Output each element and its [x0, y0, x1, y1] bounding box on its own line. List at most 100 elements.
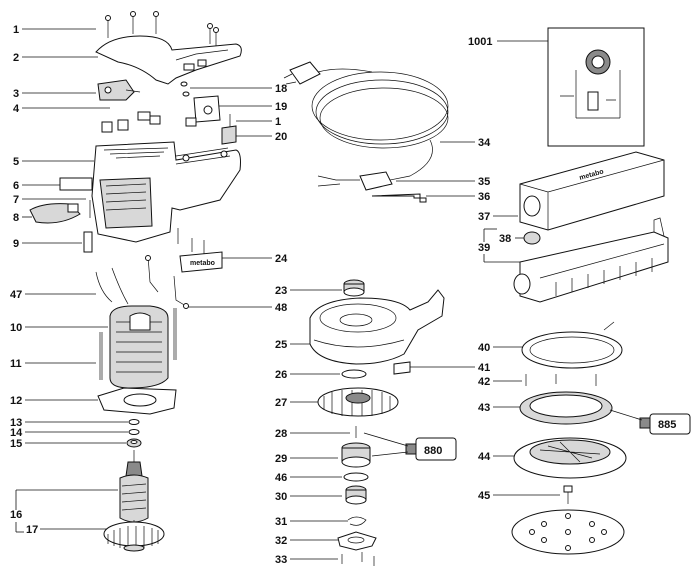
callout-45: 45 — [478, 490, 560, 502]
callout-2: 2 — [13, 52, 98, 64]
svg-text:37: 37 — [478, 211, 490, 223]
callout-33: 33 — [275, 554, 338, 566]
callout-31: 31 — [275, 516, 348, 528]
svg-text:18: 18 — [275, 83, 287, 95]
svg-text:42: 42 — [478, 376, 490, 388]
svg-text:32: 32 — [275, 535, 287, 547]
callout-26: 26 — [275, 369, 340, 381]
svg-text:35: 35 — [478, 176, 490, 188]
clamp-20-part — [221, 125, 237, 145]
svg-text:46: 46 — [275, 472, 287, 484]
hex-key-part — [371, 193, 427, 203]
seal-ring-part — [343, 279, 365, 297]
callout-6: 6 — [13, 180, 60, 192]
callout-12: 12 — [10, 395, 98, 407]
svg-text:1001: 1001 — [468, 36, 492, 48]
callout-47: 47 — [10, 289, 96, 301]
svg-text:880: 880 — [424, 445, 442, 457]
callout-25: 25 — [275, 339, 310, 351]
callout-29: 29 — [275, 453, 338, 465]
svg-text:23: 23 — [275, 285, 287, 297]
sanding-pad-44 — [513, 437, 627, 479]
bearing-15 — [126, 438, 142, 448]
callout-17: 17 — [16, 524, 108, 536]
filter-insert-part — [513, 217, 669, 303]
stator-part — [109, 305, 169, 389]
callout-34: 34 — [440, 137, 491, 149]
screws-42 — [525, 374, 597, 386]
svg-text:15: 15 — [10, 438, 22, 450]
cap-38 — [523, 231, 541, 245]
callout-43: 43 — [478, 402, 522, 414]
svg-text:47: 47 — [10, 289, 22, 301]
svg-text:29: 29 — [275, 453, 287, 465]
callout-28: 28 — [275, 428, 350, 440]
svg-text:26: 26 — [275, 369, 287, 381]
callout-7: 7 — [13, 194, 86, 206]
svg-text:17: 17 — [26, 524, 38, 536]
callout-5: 5 — [13, 156, 94, 168]
svg-text:885: 885 — [658, 419, 676, 431]
callout-8: 8 — [13, 212, 32, 224]
svg-text:40: 40 — [478, 342, 490, 354]
callout-4: 4 — [13, 103, 110, 115]
callout-38: 38 — [499, 233, 526, 245]
part-41 — [393, 361, 411, 375]
wiring-diagram-1001 — [547, 27, 645, 147]
svg-text:metabo: metabo — [190, 260, 215, 267]
svg-text:9: 9 — [13, 238, 19, 250]
callout-20: 20 — [236, 131, 287, 143]
svg-text:3: 3 — [13, 88, 19, 100]
callout-19: 19 — [218, 101, 287, 113]
callout-14: 14 — [10, 427, 128, 439]
svg-text:1: 1 — [13, 24, 19, 36]
fan-part — [103, 521, 165, 552]
washer-14 — [128, 429, 140, 435]
svg-text:19: 19 — [275, 101, 287, 113]
svg-text:48: 48 — [275, 302, 287, 314]
label-sticker-part — [59, 177, 93, 191]
callout-41: 41 — [410, 362, 490, 374]
callout-3: 3 — [13, 88, 96, 100]
svg-text:34: 34 — [478, 137, 491, 149]
bracket-part — [97, 387, 177, 415]
svg-text:24: 24 — [275, 253, 288, 265]
callout-9: 9 — [13, 238, 82, 250]
callout-46: 46 — [275, 472, 342, 484]
callout-40: 40 — [478, 342, 524, 354]
callout-39: 39 — [478, 228, 520, 263]
svg-text:12: 12 — [10, 395, 22, 407]
callout-15: 15 — [10, 438, 126, 450]
long-screws-part — [99, 308, 177, 380]
washer-13 — [128, 419, 140, 425]
svg-text:33: 33 — [275, 554, 287, 566]
grease-tube-885: 885 — [609, 409, 691, 435]
svg-text:14: 14 — [10, 427, 23, 439]
svg-text:30: 30 — [275, 491, 287, 503]
callout-36: 36 — [426, 191, 490, 203]
top-cover-part — [95, 35, 242, 85]
clip-9-part — [83, 231, 93, 253]
callout-35: 35 — [396, 176, 490, 188]
circlip-31 — [347, 516, 367, 526]
screws-33 — [341, 552, 375, 566]
dust-shroud-part — [309, 289, 445, 365]
svg-text:6: 6 — [13, 180, 19, 192]
grease-tube-880: 880 — [363, 432, 457, 461]
screw-45 — [563, 485, 573, 504]
svg-text:4: 4 — [13, 103, 20, 115]
dust-flap-part — [29, 203, 81, 224]
svg-text:11: 11 — [10, 358, 22, 370]
svg-text:44: 44 — [478, 451, 491, 463]
svg-text:41: 41 — [478, 362, 490, 374]
svg-text:25: 25 — [275, 339, 287, 351]
washer-26 — [341, 369, 367, 379]
callout-30: 30 — [275, 491, 342, 503]
pins-18 — [180, 81, 190, 97]
callout-42: 42 — [478, 376, 522, 388]
bearing-30 — [345, 485, 367, 505]
svg-text:10: 10 — [10, 322, 22, 334]
callout-32: 32 — [275, 535, 340, 547]
callout-10: 10 — [10, 322, 108, 334]
